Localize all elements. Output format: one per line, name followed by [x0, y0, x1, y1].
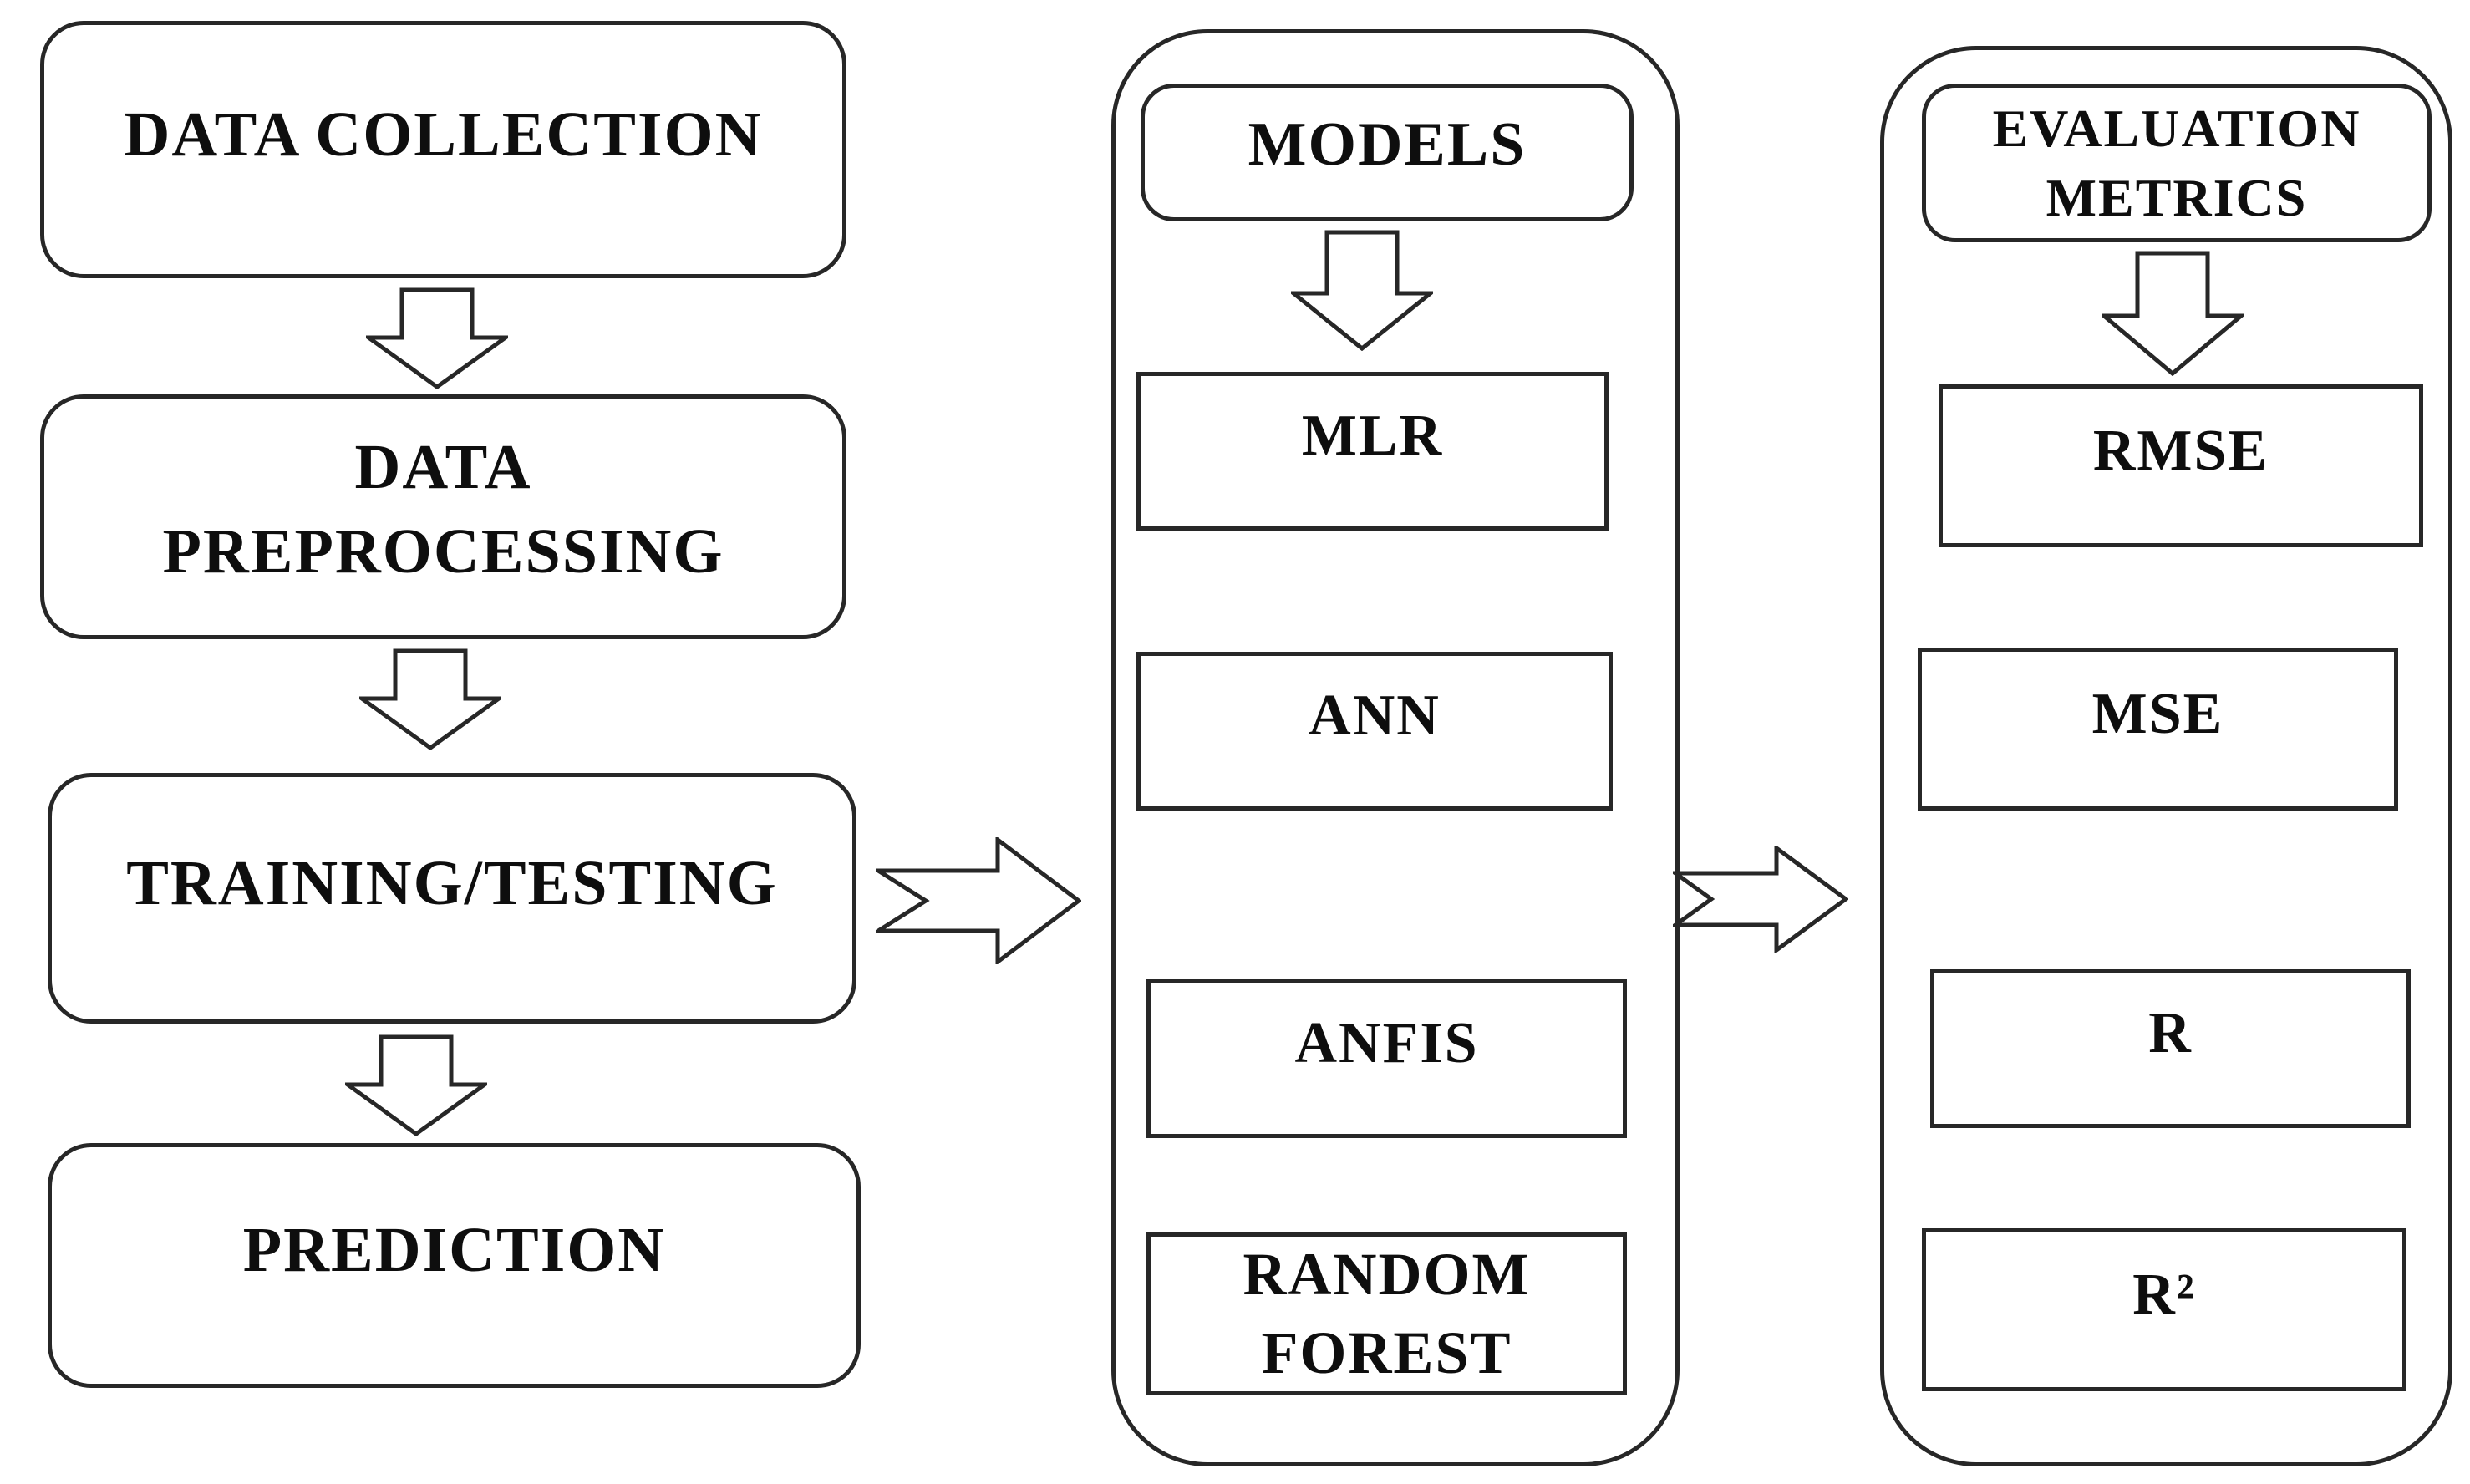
model-label: MLR — [1301, 404, 1444, 468]
metric-box-r: R — [1930, 969, 2411, 1128]
model-box-anfis: ANFIS — [1146, 979, 1627, 1138]
step-data-preprocessing: DATA PREPROCESSING — [40, 394, 846, 639]
step-label: TRAINING/TESTING — [126, 847, 778, 918]
panel-title: METRICS — [2046, 168, 2308, 227]
model-label: ANFIS — [1294, 1011, 1479, 1075]
models-panel: MODELS MLR ANN ANFIS RANDOM FOREST — [1111, 29, 1680, 1466]
down-arrow-icon — [359, 648, 501, 750]
right-arrow-icon — [1673, 846, 1848, 953]
down-arrow-icon — [1291, 230, 1433, 351]
metric-label: R — [2148, 1001, 2193, 1065]
metrics-header: EVALUATION METRICS — [1922, 84, 2432, 242]
metric-box-mse: MSE — [1918, 648, 2398, 811]
metric-label: RMSE — [2092, 418, 2269, 483]
metric-box-r-squared: R² — [1922, 1228, 2406, 1391]
model-label: FOREST — [1261, 1319, 1512, 1386]
model-label: ANN — [1309, 684, 1441, 748]
down-arrow-icon — [2102, 251, 2244, 376]
step-data-collection: DATA COLLECTION — [40, 21, 846, 278]
step-prediction: PREDICTION — [48, 1143, 861, 1388]
model-label: RANDOM — [1243, 1240, 1531, 1308]
down-arrow-icon — [345, 1034, 487, 1136]
panel-title: EVALUATION — [1992, 98, 2361, 158]
right-arrow-icon — [876, 837, 1081, 964]
metric-label: MSE — [2091, 681, 2224, 746]
metrics-panel: EVALUATION METRICS RMSE MSE R R² — [1880, 46, 2452, 1466]
metric-box-rmse: RMSE — [1939, 384, 2423, 547]
metric-label: R² — [2132, 1262, 2196, 1327]
down-arrow-icon — [366, 287, 508, 389]
step-label: DATA COLLECTION — [124, 99, 763, 170]
model-box-mlr: MLR — [1136, 372, 1609, 531]
model-box-ann: ANN — [1136, 652, 1613, 811]
panel-title: MODELS — [1248, 110, 1527, 179]
model-box-random-forest: RANDOM FOREST — [1146, 1232, 1627, 1395]
models-header: MODELS — [1141, 84, 1634, 221]
step-training-testing: TRAINING/TESTING — [48, 773, 856, 1024]
step-label: PREDICTION — [242, 1215, 666, 1286]
step-label: PREPROCESSING — [162, 516, 724, 587]
step-label: DATA — [354, 432, 532, 503]
